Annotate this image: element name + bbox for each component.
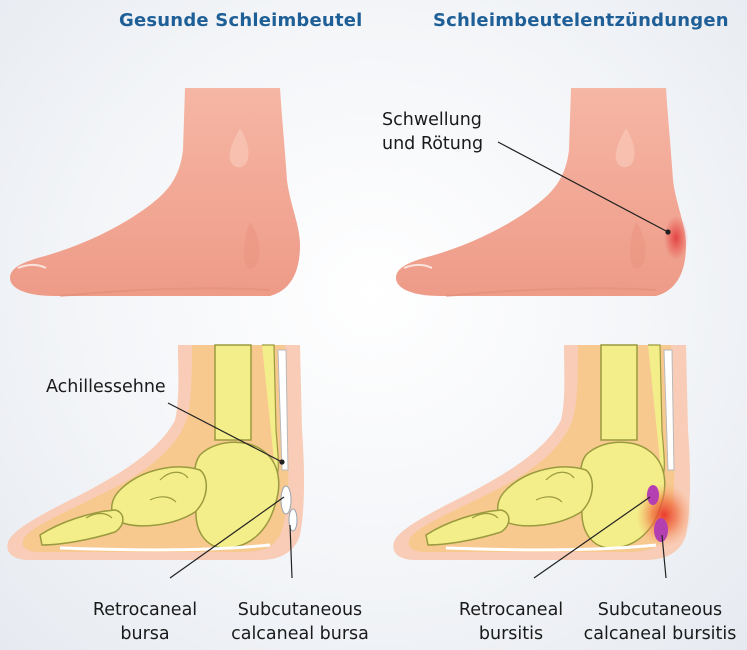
retro-right-label: Retrocaneal bursitis <box>436 598 586 646</box>
retro-left-label-line1: Retrocaneal <box>70 598 220 622</box>
subcut-right-label: Subcutaneous calcaneal bursitis <box>575 598 745 646</box>
swelling-leader-dot <box>666 230 670 234</box>
swelling-label: Schwellung und Rötung <box>382 108 483 156</box>
healthy-foot-skin <box>10 88 300 296</box>
retro-left-label: Retrocaneal bursa <box>70 598 220 646</box>
swelling-label-line1: Schwellung <box>382 108 483 132</box>
retro-right-label-line1: Retrocaneal <box>436 598 586 622</box>
subcut-left-label-line2: calcaneal bursa <box>225 622 375 646</box>
subcut-right-label-line2: calcaneal bursitis <box>575 622 745 646</box>
achilles-leader-dot <box>280 460 284 464</box>
retro-right-label-line2: bursitis <box>436 622 586 646</box>
subcut-left-label: Subcutaneous calcaneal bursa <box>225 598 375 646</box>
inflamed-foot-section <box>393 345 692 560</box>
achilles-label: Achillessehne <box>46 375 166 399</box>
subcut-left-label-line1: Subcutaneous <box>225 598 375 622</box>
retro-left-label-line2: bursa <box>70 622 220 646</box>
swelling-label-line2: und Rötung <box>382 132 483 156</box>
subcut-right-label-line1: Subcutaneous <box>575 598 745 622</box>
